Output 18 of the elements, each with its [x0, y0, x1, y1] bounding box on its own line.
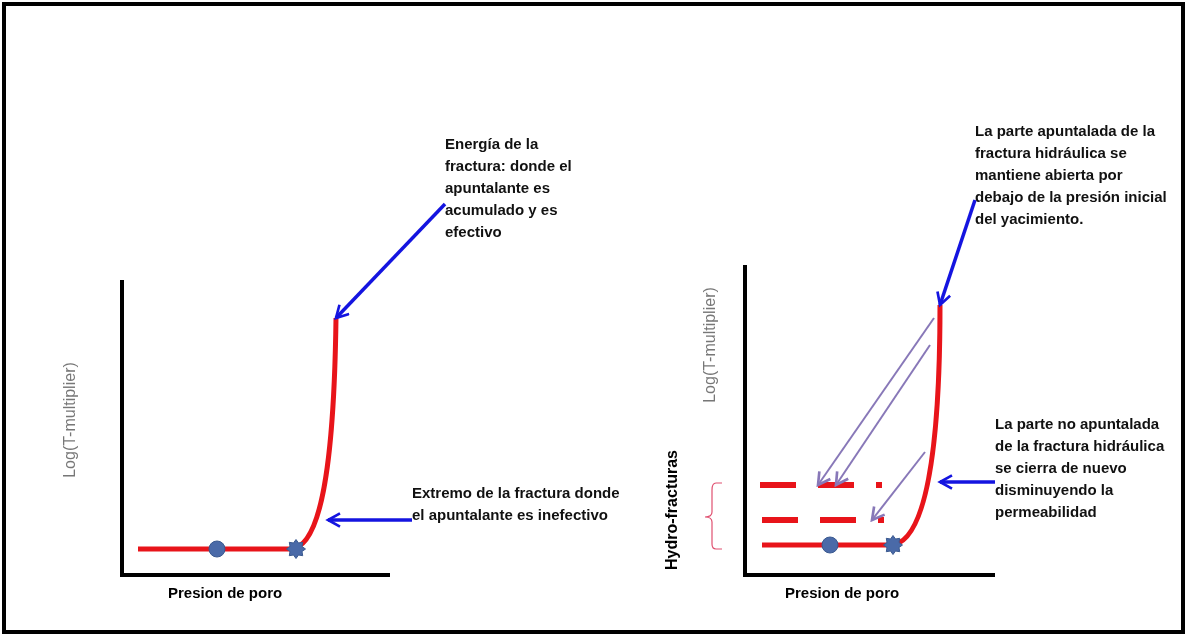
curve [138, 317, 339, 552]
axis-title: Log(T-multiplier) [700, 287, 719, 403]
annotation-text: Extremo de la fractura donde el apuntalante es inefectivo [412, 482, 627, 526]
curve [762, 305, 943, 548]
axis-title: Log(T-multiplier) [60, 362, 79, 478]
arrow [936, 199, 977, 307]
arrow [938, 474, 995, 490]
arrow [334, 202, 447, 320]
arrow [834, 344, 931, 487]
axis-title: Presion de poro [785, 583, 900, 601]
axis-title: Presion de poro [168, 583, 283, 601]
bracket-label: Hydro-fracturas [663, 450, 681, 570]
arrow [326, 512, 412, 528]
arrow [816, 317, 935, 487]
annotation-text: La parte no apuntalada de la fractura hidráulica se cierra de nuevo disminuyendo la permeabilidad [995, 413, 1175, 523]
annotation-text: Energía de la fractura: donde el apuntalante es acumulado y es efectivo [445, 133, 595, 243]
arrow [870, 451, 926, 522]
annotation-text: La parte apuntalada de la fractura hidráulica se mantiene abierta por debajo de la presión inicial del yacimiento. [975, 120, 1175, 230]
